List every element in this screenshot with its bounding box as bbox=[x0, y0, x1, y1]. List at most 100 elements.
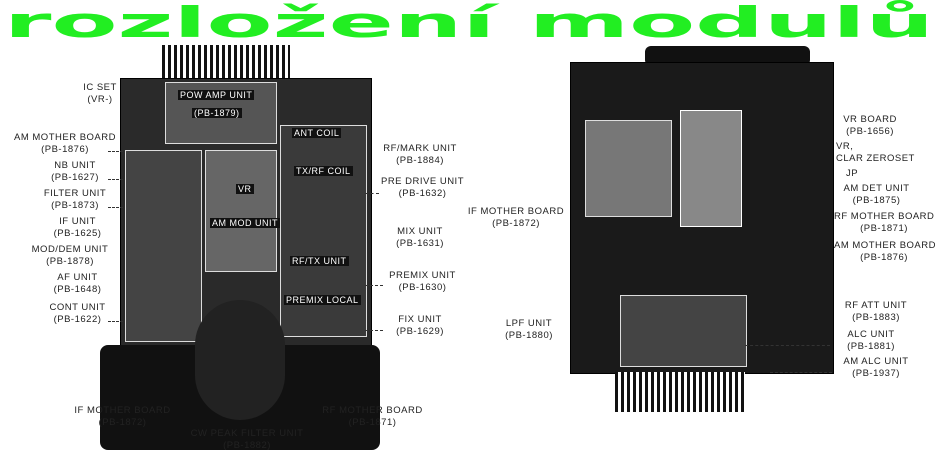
label-code: (PB-1631) bbox=[396, 238, 444, 249]
lpf-unit-area bbox=[620, 295, 747, 367]
label-rf-mother-board: RF MOTHER BOARD(PB-1871) bbox=[834, 211, 934, 235]
label-if-mother-board: IF MOTHER BOARD(PB-1872) bbox=[70, 405, 175, 429]
label-code: (PB-1883) bbox=[852, 312, 900, 323]
label-name: IF MOTHER BOARD bbox=[74, 405, 171, 416]
main-dial bbox=[195, 300, 285, 420]
label-code: (PB-1873) bbox=[51, 200, 99, 211]
label-nb-unit: NB UNIT(PB-1627) bbox=[40, 160, 110, 184]
label-jp: JP bbox=[846, 168, 866, 180]
leader-line bbox=[365, 193, 379, 194]
if-mother-board-area bbox=[585, 120, 672, 217]
am-mod-module bbox=[205, 150, 277, 272]
label-premix-unit: PREMIX UNIT(PB-1630) bbox=[380, 270, 465, 294]
wiring-area bbox=[680, 110, 742, 227]
label-lpf-unit: LPF UNIT(PB-1880) bbox=[494, 318, 564, 342]
leader-line bbox=[108, 151, 123, 152]
leader-line bbox=[745, 345, 830, 346]
label-name: PREMIX UNIT bbox=[389, 270, 456, 281]
heatsink-fins bbox=[162, 45, 290, 80]
label-name: RF/MARK UNIT bbox=[383, 143, 457, 154]
label-name: IF MOTHER BOARD bbox=[467, 206, 565, 217]
leader-line bbox=[108, 207, 123, 208]
top-knobs bbox=[645, 46, 810, 66]
rf-module-stack bbox=[280, 125, 367, 337]
heatsink-fins bbox=[615, 372, 745, 412]
leader-line bbox=[770, 372, 832, 373]
label-name: PRE DRIVE UNIT bbox=[380, 176, 464, 187]
label-am-mother-board: AM MOTHER BOARD(PB-1876) bbox=[834, 240, 936, 264]
label-code: (PB-1632) bbox=[398, 188, 447, 199]
label-name: ALC UNIT bbox=[847, 329, 895, 340]
label-ic-set: IC SET(VR-) bbox=[70, 82, 130, 106]
leader-line bbox=[365, 285, 383, 286]
label-name: MOD/DEM UNIT bbox=[31, 244, 109, 255]
label-name: VR BOARD bbox=[843, 114, 897, 125]
label-af-unit: AF UNIT(PB-1648) bbox=[40, 272, 115, 296]
label-name: NB UNIT bbox=[54, 160, 96, 171]
label-code: (PB-1656) bbox=[846, 126, 894, 137]
label-code: (PB-1622) bbox=[53, 314, 102, 325]
label-name: FILTER UNIT bbox=[43, 188, 107, 199]
label-mix-unit: MIX UNIT(PB-1631) bbox=[380, 226, 460, 250]
label-code: (PB-1871) bbox=[348, 417, 397, 428]
label-pre-drive-unit: PRE DRIVE UNIT(PB-1632) bbox=[375, 176, 470, 200]
leader-line bbox=[108, 321, 123, 322]
label-name: AM MOTHER BOARD bbox=[14, 132, 116, 143]
label-cont-unit: CONT UNIT(PB-1622) bbox=[40, 302, 115, 326]
label-name: IC SET bbox=[83, 82, 117, 93]
label-code: (PB-1871) bbox=[860, 223, 908, 234]
label-am-alc-unit: AM ALC UNIT(PB-1937) bbox=[836, 356, 916, 380]
label-fix-unit: FIX UNIT(PB-1629) bbox=[380, 314, 460, 338]
label-name: AM MOTHER BOARD bbox=[834, 240, 936, 251]
label-filter-unit: FILTER UNIT(PB-1873) bbox=[35, 188, 115, 212]
label-am-mother-board: AM MOTHER BOARD(PB-1876) bbox=[10, 132, 120, 156]
inner-label: (PB-1879) bbox=[192, 108, 242, 118]
label-name: LPF UNIT bbox=[505, 318, 553, 329]
label-code: CLAR ZEROSET bbox=[836, 153, 915, 164]
label-code: (PB-1876) bbox=[860, 252, 908, 263]
inner-label: PREMIX LOCAL bbox=[284, 295, 361, 305]
label-name: RF MOTHER BOARD bbox=[834, 211, 935, 222]
label-code: (PB-1937) bbox=[852, 368, 900, 379]
label-name: CW PEAK FILTER UNIT bbox=[190, 428, 304, 439]
label-code: (PB-1630) bbox=[398, 282, 447, 293]
label-code: (PB-1875) bbox=[852, 195, 901, 206]
label-alc-unit: ALC UNIT(PB-1881) bbox=[836, 329, 906, 353]
inner-label: VR bbox=[236, 184, 254, 194]
label-name: IF UNIT bbox=[59, 216, 96, 227]
label-name: AM DET UNIT bbox=[843, 183, 910, 194]
inner-label: POW AMP UNIT bbox=[178, 90, 255, 100]
label-rf-att-unit: RF ATT UNIT(PB-1883) bbox=[836, 300, 916, 324]
inner-label: AM MOD UNIT bbox=[210, 218, 280, 228]
overlay-title-text: rozložení modulů bbox=[4, 0, 934, 44]
label-code: (PB-1880) bbox=[505, 330, 553, 341]
label-name: RF MOTHER BOARD bbox=[322, 405, 423, 416]
label-vr-clar-zeroset: VR,CLAR ZEROSET bbox=[836, 141, 936, 165]
label-code: (VR-) bbox=[87, 94, 113, 105]
label-vr-board: VR BOARD(PB-1656) bbox=[835, 114, 905, 138]
label-code: (PB-1876) bbox=[41, 144, 89, 155]
label-code: (PB-1648) bbox=[53, 284, 102, 295]
label-cw-peak-filter-unit: CW PEAK FILTER UNIT(PB-1882) bbox=[182, 428, 312, 452]
label-code: (PB-1878) bbox=[46, 256, 94, 267]
leader-line bbox=[108, 179, 123, 180]
label-code: (PB-1872) bbox=[492, 218, 540, 229]
label-rf-mark-unit: RF/MARK UNIT(PB-1884) bbox=[375, 143, 465, 167]
label-code: (PB-1881) bbox=[847, 341, 895, 352]
inner-label: ANT COIL bbox=[292, 128, 342, 138]
label-if-unit: IF UNIT(PB-1625) bbox=[40, 216, 115, 240]
label-code: (PB-1625) bbox=[53, 228, 102, 239]
label-name: JP bbox=[846, 168, 859, 179]
inner-label: RF/TX UNIT bbox=[290, 256, 349, 266]
label-code: (PB-1627) bbox=[51, 172, 99, 183]
label-am-det-unit: AM DET UNIT(PB-1875) bbox=[834, 183, 919, 207]
leader-line bbox=[365, 330, 383, 331]
overlay-title: rozložení modulů bbox=[4, 0, 934, 44]
label-name: FIX UNIT bbox=[398, 314, 442, 325]
label-name: MIX UNIT bbox=[397, 226, 443, 237]
label-code: (PB-1872) bbox=[98, 417, 147, 428]
inner-label: TX/RF COIL bbox=[294, 166, 353, 176]
label-if-mother-board: IF MOTHER BOARD(PB-1872) bbox=[466, 206, 566, 230]
label-code: (PB-1882) bbox=[223, 440, 271, 451]
